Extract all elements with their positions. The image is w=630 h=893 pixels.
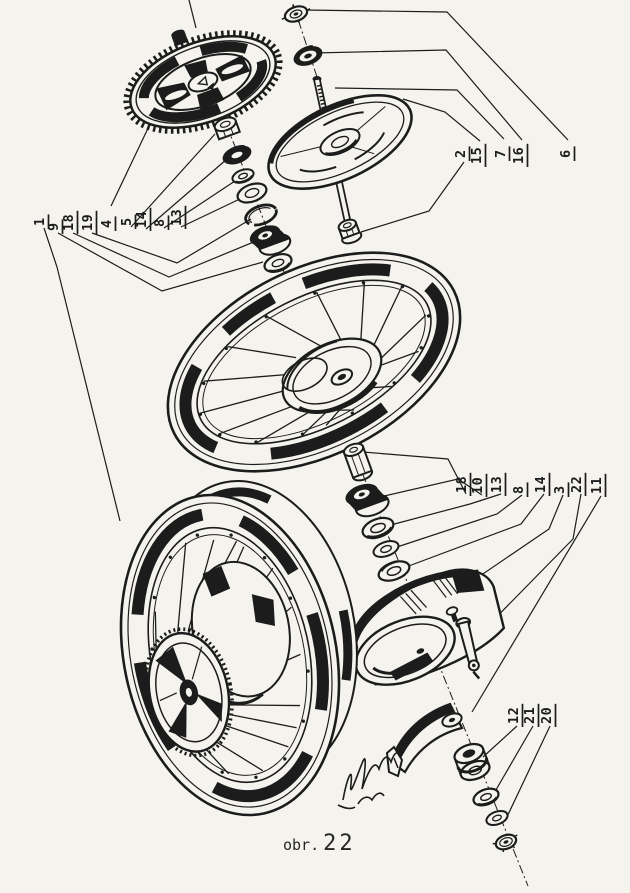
brake-shoe bbox=[385, 702, 464, 778]
part-label-21: 21 bbox=[522, 703, 540, 727]
figure-caption: obr.22 bbox=[283, 831, 356, 856]
part-number-text: 14 bbox=[533, 476, 549, 493]
part-number-text: 4 bbox=[99, 219, 115, 228]
part-number-text: 11 bbox=[589, 477, 605, 494]
part-label-22: 22 bbox=[569, 472, 587, 496]
sprocket-assembly-drawing bbox=[123, 29, 283, 134]
part-number-text: 13 bbox=[489, 476, 505, 493]
part-label-7: 7 bbox=[493, 146, 511, 161]
brake-drum-assembly bbox=[350, 568, 506, 686]
part-number-text: 22 bbox=[569, 476, 585, 493]
part-number-text: 14 bbox=[134, 211, 150, 228]
part-number-text: 15 bbox=[469, 147, 485, 164]
ball-bearing-2 bbox=[345, 483, 390, 518]
rear-wheel-assembly-drawing bbox=[119, 480, 358, 817]
part-number-text: 16 bbox=[511, 147, 527, 164]
part-label-11: 11 bbox=[589, 473, 607, 497]
part-label-9: 9 bbox=[46, 219, 64, 234]
part-number-text: 6 bbox=[558, 149, 574, 158]
washer-e bbox=[485, 809, 509, 827]
washer-b bbox=[372, 540, 400, 558]
washer-flat bbox=[236, 182, 268, 204]
part-number-text: 20 bbox=[539, 707, 555, 724]
axle-nut bbox=[337, 218, 363, 245]
part-label-18: 18 bbox=[61, 210, 79, 234]
part-number-text: 3 bbox=[552, 485, 568, 494]
brake-lever bbox=[455, 617, 481, 680]
part-label-14: 14 bbox=[134, 207, 152, 231]
part-label-13: 13 bbox=[169, 205, 187, 229]
part-number-text: 10 bbox=[470, 477, 486, 494]
handwritten-signature bbox=[337, 751, 402, 810]
part-label-8: 8 bbox=[511, 482, 529, 497]
front-wheel-drawing bbox=[166, 251, 462, 473]
part-number-text: 9 bbox=[46, 222, 62, 231]
part-label-14: 14 bbox=[533, 472, 551, 496]
sprocket-fastener-chain bbox=[213, 116, 293, 274]
hub-bearing-chain bbox=[342, 442, 411, 582]
washer-dark bbox=[293, 44, 323, 66]
castle-nut-top bbox=[281, 4, 311, 24]
washer-small bbox=[231, 168, 255, 184]
shoe-fastener-chain bbox=[453, 742, 518, 853]
part-number-text: 2 bbox=[453, 149, 469, 158]
roller-spool bbox=[453, 742, 491, 782]
part-label-4: 4 bbox=[99, 216, 117, 231]
hub-sprocket-face bbox=[143, 627, 234, 758]
washer-c bbox=[377, 560, 411, 582]
wheel-hub bbox=[281, 337, 383, 414]
caption-prefix: obr. bbox=[283, 836, 320, 854]
part-number-text: 7 bbox=[493, 149, 509, 158]
part-label-8: 8 bbox=[152, 215, 170, 230]
part-number-text: 13 bbox=[169, 209, 185, 226]
washer-end bbox=[263, 252, 293, 274]
part-label-19: 19 bbox=[80, 210, 98, 234]
spacer-bushing bbox=[342, 442, 374, 482]
ball-bearing bbox=[249, 225, 292, 256]
washer-d bbox=[472, 787, 500, 807]
hatch-lines bbox=[400, 575, 459, 615]
shoe-pivot-hole bbox=[441, 712, 463, 728]
hex-nut bbox=[213, 116, 242, 141]
part-label-3: 3 bbox=[552, 482, 570, 497]
end-nut bbox=[492, 833, 518, 853]
part-number-text: 8 bbox=[511, 485, 527, 494]
part-number-text: 18 bbox=[61, 214, 77, 231]
part-label-13: 13 bbox=[489, 472, 507, 496]
circlip-ring bbox=[244, 203, 278, 227]
part-number-text: 1 bbox=[32, 217, 48, 226]
part-label-5: 5 bbox=[119, 214, 137, 229]
part-label-6: 6 bbox=[558, 146, 576, 161]
part-number-text: 12 bbox=[506, 707, 522, 724]
part-number-text: 5 bbox=[119, 217, 135, 226]
lock-washer bbox=[222, 145, 252, 165]
brake-cover-disc bbox=[267, 93, 413, 191]
part-label-15: 15 bbox=[469, 143, 487, 167]
part-number-text: 18 bbox=[454, 476, 470, 493]
part-label-16: 16 bbox=[511, 143, 529, 167]
lever-bolt bbox=[445, 606, 459, 623]
caption-number: 22 bbox=[323, 831, 356, 856]
part-number-text: 19 bbox=[80, 214, 96, 231]
leader-lines bbox=[43, 0, 602, 822]
part-label-12: 12 bbox=[506, 703, 524, 727]
part-label-2: 2 bbox=[453, 146, 471, 161]
axle-group bbox=[267, 4, 413, 245]
part-label-1: 1 bbox=[32, 214, 50, 229]
part-label-20: 20 bbox=[539, 703, 557, 727]
part-number-text: 8 bbox=[152, 218, 168, 227]
part-number-text: 21 bbox=[522, 707, 538, 724]
washer-a bbox=[361, 516, 395, 540]
part-label-18: 18 bbox=[454, 472, 472, 496]
part-label-10: 10 bbox=[470, 473, 488, 497]
